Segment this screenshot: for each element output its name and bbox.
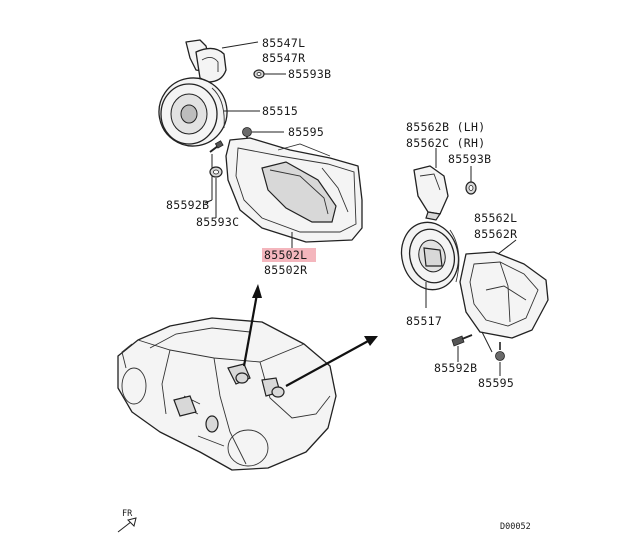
label-highlight [262, 248, 316, 262]
label-85547L: 85547L [262, 36, 305, 50]
fr-label: FR [122, 509, 133, 519]
pointer-arrow-left [242, 284, 262, 367]
label-85593B-top: 85593B [288, 67, 331, 81]
speaker-cover-85562 [459, 251, 549, 339]
label-85515: 85515 [262, 104, 298, 118]
bracket-85562B [413, 165, 449, 221]
label-85592B-left: 85592B [166, 198, 209, 212]
label-85562L: 85562L [474, 211, 517, 225]
label-85562C: 85562C (RH) [406, 136, 485, 150]
label-85547R: 85547R [262, 51, 305, 65]
drawing-id: D00052 [500, 522, 531, 532]
label-85517: 85517 [406, 314, 442, 328]
vehicle-illustration [117, 317, 337, 471]
label-85562B: 85562B (LH) [406, 120, 485, 134]
label-85595-top: 85595 [288, 125, 324, 139]
speaker-85517 [400, 221, 460, 291]
screw-85592B-right [451, 334, 473, 347]
label-85502L: 85502L [264, 248, 307, 262]
clip-85593C [209, 166, 223, 178]
label-85562R: 85562R [474, 227, 517, 241]
label-85593B-right: 85593B [448, 152, 491, 166]
screw-85592B-left [209, 140, 224, 153]
clip-85593B-right [465, 181, 477, 195]
label-85592B-right: 85592B [434, 361, 477, 375]
pointer-arrow-right [285, 336, 378, 387]
speaker-85515 [158, 77, 228, 147]
speaker-bracket-85547 [185, 39, 227, 83]
front-direction-indicator: FR [117, 509, 137, 533]
label-85502R: 85502R [264, 263, 307, 277]
label-85593C: 85593C [196, 215, 239, 229]
speaker-cover-85502 [225, 137, 363, 243]
screw-85595-right [495, 342, 505, 361]
clip-85593B-top [253, 69, 265, 79]
label-85595-right: 85595 [478, 376, 514, 390]
